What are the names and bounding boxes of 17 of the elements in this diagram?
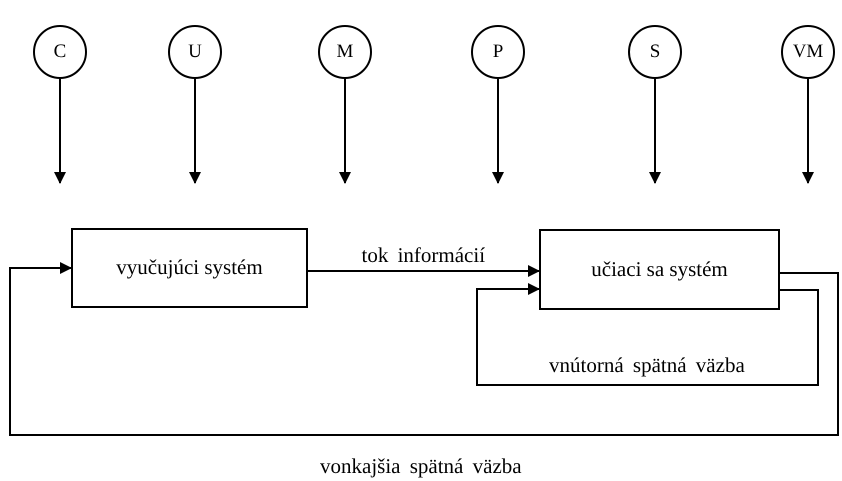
arrow bbox=[339, 79, 351, 184]
arrow bbox=[9, 262, 839, 436]
system-box: vyučujúci systém bbox=[71, 228, 308, 308]
arrow bbox=[649, 79, 661, 184]
symbol-circle: C bbox=[33, 25, 87, 79]
arrow bbox=[492, 79, 504, 184]
system-box: učiaci sa systém bbox=[539, 229, 780, 310]
symbol-circle: P bbox=[471, 25, 525, 79]
arrow bbox=[802, 79, 814, 184]
symbol-circle: U bbox=[168, 25, 222, 79]
arrow bbox=[476, 283, 819, 386]
arrow bbox=[308, 265, 540, 277]
arrow bbox=[54, 79, 66, 184]
symbol-circle: M bbox=[318, 25, 372, 79]
arrow bbox=[189, 79, 201, 184]
symbol-circle: VM bbox=[781, 25, 835, 79]
symbol-circle: S bbox=[628, 25, 682, 79]
